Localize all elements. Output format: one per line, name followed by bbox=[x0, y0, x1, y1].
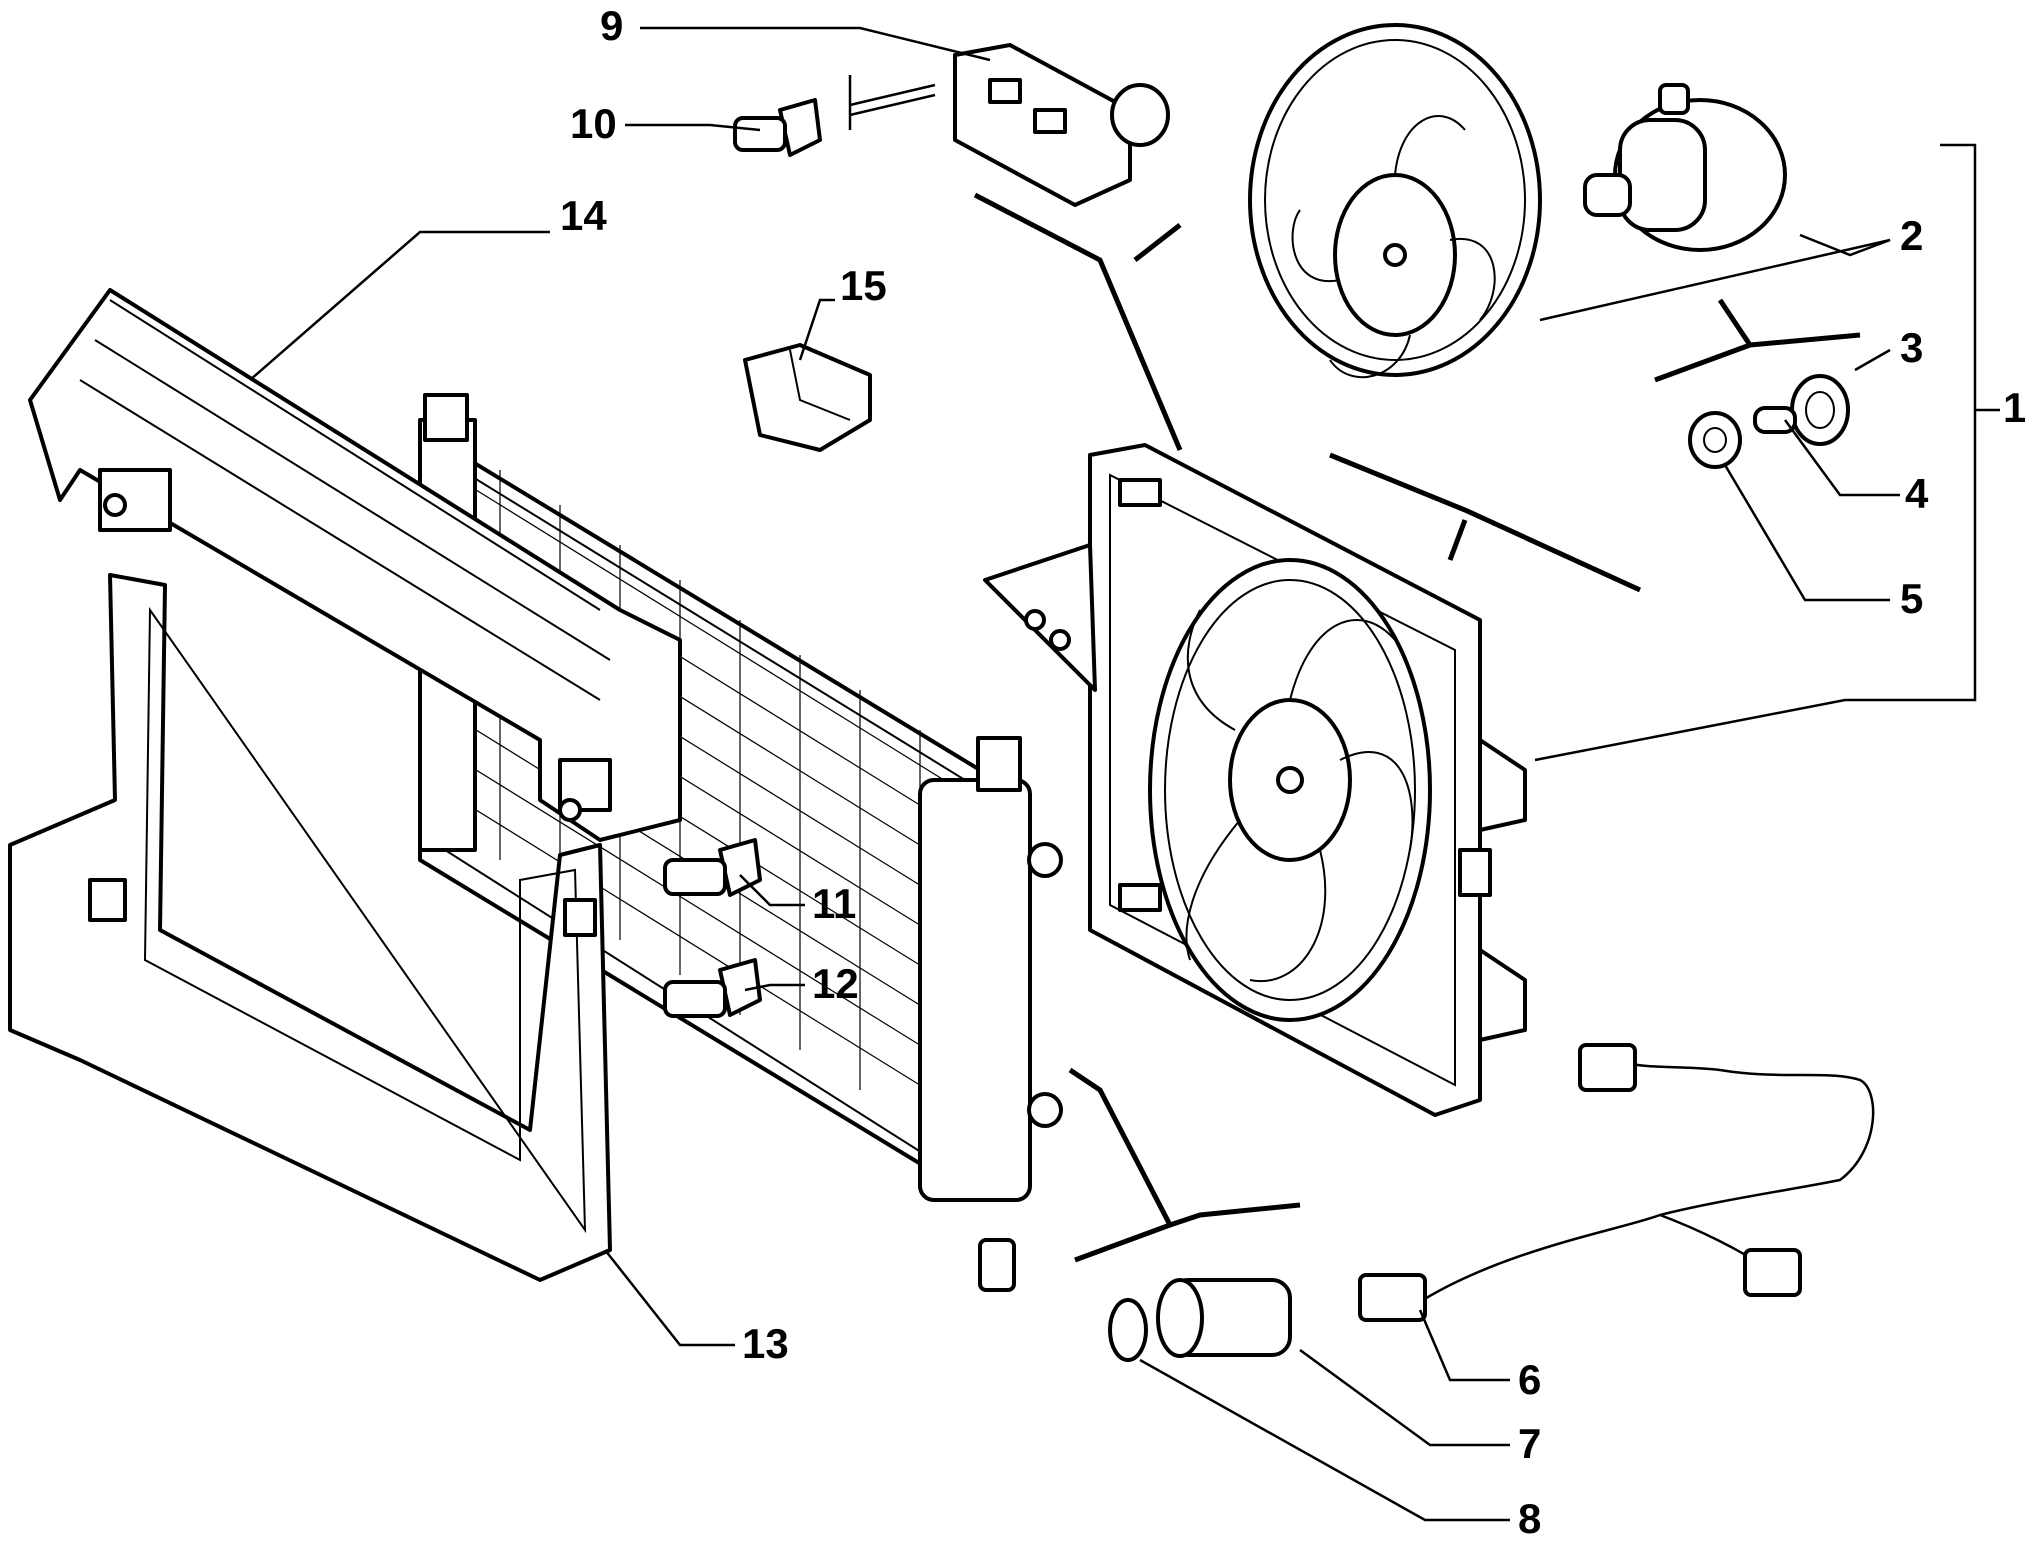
callout-15: 15 bbox=[840, 262, 887, 309]
callout-14: 14 bbox=[560, 192, 607, 239]
lower-frame bbox=[8, 573, 612, 1282]
leader-lines bbox=[249, 26, 2000, 1522]
callout-10: 10 bbox=[570, 100, 617, 147]
callout-7: 7 bbox=[1518, 1420, 1541, 1467]
fan-impeller bbox=[1248, 23, 1542, 379]
screw-12 bbox=[663, 958, 762, 1018]
callout-8: 8 bbox=[1518, 1495, 1541, 1541]
wiring-harness bbox=[1358, 1043, 1875, 1322]
callout-2: 2 bbox=[1900, 212, 1923, 259]
fan-shroud-assembly bbox=[983, 443, 1527, 1117]
callout-labels: 1 2 3 4 5 6 7 8 9 10 11 12 13 14 15 bbox=[560, 2, 2025, 1541]
callout-3: 3 bbox=[1900, 324, 1923, 371]
callout-12: 12 bbox=[812, 960, 859, 1007]
screw-11 bbox=[663, 838, 762, 897]
callout-5: 5 bbox=[1900, 575, 1923, 622]
clip bbox=[743, 343, 872, 452]
assembly-guide-lines bbox=[973, 192, 1861, 1263]
fan-motor bbox=[1583, 83, 1787, 252]
callout-9: 9 bbox=[600, 2, 623, 49]
upper-crossmember bbox=[28, 288, 682, 842]
resistor bbox=[953, 43, 1170, 207]
mounting-hardware bbox=[1688, 374, 1850, 469]
callout-13: 13 bbox=[742, 1320, 789, 1367]
sealing-ring bbox=[1108, 1298, 1148, 1362]
screw-10 bbox=[733, 98, 822, 157]
callout-1: 1 bbox=[2003, 384, 2025, 431]
callout-4: 4 bbox=[1905, 470, 1929, 517]
callout-6: 6 bbox=[1518, 1356, 1541, 1403]
callout-11: 11 bbox=[812, 880, 856, 927]
thermal-switch bbox=[1156, 1278, 1292, 1358]
